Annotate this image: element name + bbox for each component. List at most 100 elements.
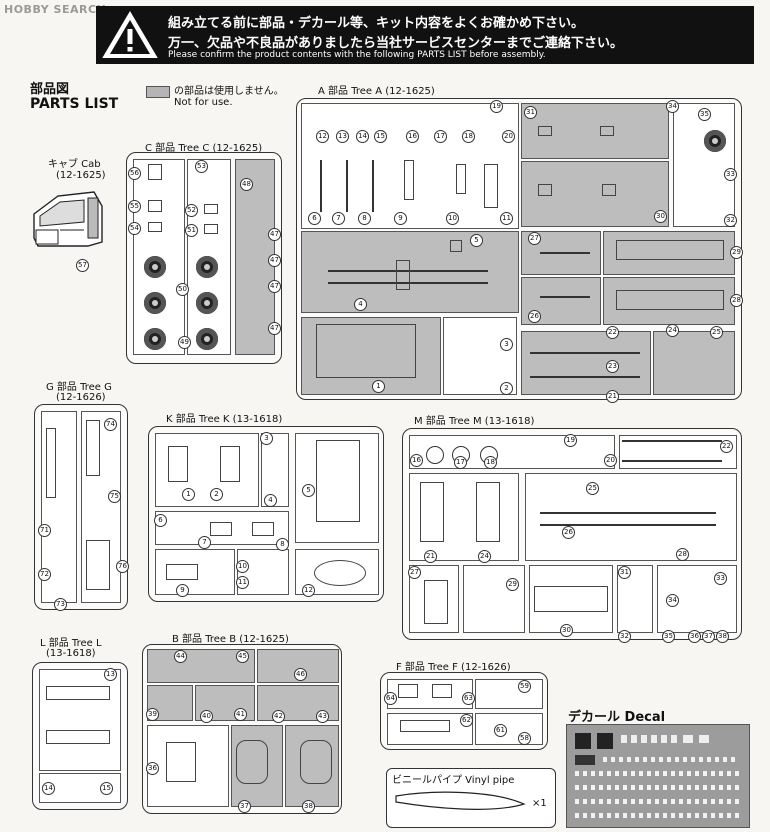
part-number: 16 [406, 130, 419, 143]
part-number: 43 [316, 710, 329, 723]
wheel-part [144, 256, 166, 278]
part-number: 63 [462, 692, 475, 705]
part-number: 32 [618, 630, 631, 643]
part-number: 22 [720, 440, 733, 453]
part-number: 45 [236, 650, 249, 663]
part-number: 34 [666, 100, 679, 113]
part-number: 6 [154, 514, 167, 527]
part-number: 15 [100, 782, 113, 795]
parts-list-title-en: PARTS LIST [30, 96, 119, 112]
legend-text-en: Not for use. [174, 97, 233, 108]
part-number: 44 [174, 650, 187, 663]
part-number: 33 [714, 572, 727, 585]
warning-triangle-icon [102, 11, 158, 58]
part-number: 47 [268, 254, 281, 267]
part-number: 10 [236, 560, 249, 573]
part-number: 27 [528, 232, 541, 245]
part-number: 49 [178, 336, 191, 349]
wheel-part [704, 130, 726, 152]
part-number: 61 [494, 724, 507, 737]
part-number: 19 [564, 434, 577, 447]
part-number: 5 [470, 234, 483, 247]
cab-code: (12-1625) [56, 170, 106, 181]
part-number: 48 [240, 178, 253, 191]
part-number: 4 [264, 494, 277, 507]
part-number: 47 [268, 322, 281, 335]
parts-list-title-jp: 部品図 [30, 82, 70, 97]
part-number: 13 [336, 130, 349, 143]
part-number: 58 [518, 732, 531, 745]
part-number: 34 [666, 594, 679, 607]
part-number: 26 [528, 310, 541, 323]
part-number: 18 [484, 456, 497, 469]
part-number: 38 [302, 800, 315, 813]
part-number: 15 [374, 130, 387, 143]
part-number: 12 [302, 584, 315, 597]
part-number: 25 [710, 326, 723, 339]
part-number: 24 [478, 550, 491, 563]
part-number: 24 [666, 324, 679, 337]
part-number: 1 [372, 380, 385, 393]
part-number: 13 [104, 668, 117, 681]
part-number: 76 [116, 560, 129, 573]
part-number: 62 [460, 714, 473, 727]
part-number: 1 [182, 488, 195, 501]
warning-line-2: 万一、欠品や不良品がありましたら当社サービスセンターまでご連絡下さい。 [168, 36, 624, 51]
part-number: 74 [104, 418, 117, 431]
part-number: 17 [434, 130, 447, 143]
wheel-part [144, 292, 166, 314]
part-number: 37 [702, 630, 715, 643]
vinyl-pipe-quantity: ×1 [532, 798, 547, 809]
tree-l-code: (13-1618) [46, 648, 96, 659]
part-number: 75 [108, 490, 121, 503]
tree-k-frame [148, 426, 384, 602]
part-number: 17 [454, 456, 467, 469]
part-number: 71 [38, 524, 51, 537]
part-number: 3 [500, 338, 513, 351]
warning-line-3: Please confirm the product contents with… [168, 50, 546, 60]
part-number: 40 [200, 710, 213, 723]
part-number: 41 [234, 708, 247, 721]
part-number: 29 [506, 578, 519, 591]
part-number: 7 [332, 212, 345, 225]
part-number: 9 [176, 584, 189, 597]
part-number: 25 [586, 482, 599, 495]
part-number: 32 [724, 214, 737, 227]
part-number: 3 [260, 432, 273, 445]
wheel-part [196, 292, 218, 314]
legend-text-jp: の部品は使用しません。 [174, 86, 284, 97]
part-number: 10 [446, 212, 459, 225]
part-number: 14 [356, 130, 369, 143]
part-number: 26 [562, 526, 575, 539]
part-number: 5 [302, 484, 315, 497]
tree-c-label: C 部品 Tree C (12-1625) [145, 143, 263, 154]
part-number: 21 [424, 550, 437, 563]
part-number: 42 [272, 710, 285, 723]
part-number: 73 [54, 598, 67, 611]
tree-f-label: F 部品 Tree F (12-1626) [396, 662, 511, 673]
part-number: 16 [410, 454, 423, 467]
wheel-part [196, 256, 218, 278]
part-number: 28 [676, 548, 689, 561]
part-number: 14 [42, 782, 55, 795]
cab-drawing [33, 191, 103, 247]
part-number: 57 [76, 259, 89, 272]
tree-l-label: L 部品 Tree L [40, 638, 102, 649]
part-number: 2 [210, 488, 223, 501]
part-number: 4 [354, 298, 367, 311]
part-number: 8 [358, 212, 371, 225]
wheel-part [144, 328, 166, 350]
part-number: 12 [316, 130, 329, 143]
part-number: 29 [730, 246, 743, 259]
part-number: 64 [384, 692, 397, 705]
part-number: 36 [146, 762, 159, 775]
part-number: 8 [276, 538, 289, 551]
part-number: 23 [606, 360, 619, 373]
part-number: 33 [724, 168, 737, 181]
decal-sheet [566, 724, 750, 828]
decal-pattern [575, 733, 739, 818]
tree-g-label: G 部品 Tree G [46, 382, 112, 393]
part-number: 46 [294, 668, 307, 681]
part-number: 2 [500, 382, 513, 395]
part-number: 59 [518, 680, 531, 693]
